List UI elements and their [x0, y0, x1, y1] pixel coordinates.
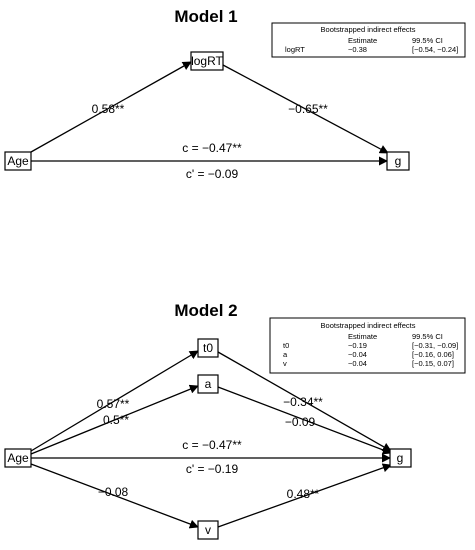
node-g: g [386, 151, 410, 171]
node-t0: t0 [197, 338, 219, 358]
node-a: a [197, 374, 219, 394]
path-b-arrow [222, 64, 389, 154]
model-2-title: Model 2 [174, 301, 237, 320]
coef-a: 0.58** [92, 102, 125, 116]
node-logrt: logRT [190, 51, 224, 71]
table-cell: v [283, 359, 287, 368]
svg-text:t0: t0 [203, 341, 213, 355]
table-cell: [−0.15, 0.07] [412, 359, 454, 368]
path-t0-g-arrow [217, 351, 392, 452]
table-cell: logRT [285, 45, 305, 54]
table-cell: [−0.16, 0.06] [412, 350, 454, 359]
table-cell: −0.04 [348, 350, 367, 359]
table-header-estimate: Estimate [348, 332, 377, 341]
coef-c: c = −0.47** [182, 438, 242, 452]
table-border [269, 317, 466, 374]
table-border [271, 22, 466, 58]
coef-t0-g: −0.34** [283, 395, 323, 409]
coef-age-v: −0.08 [98, 485, 129, 499]
svg-text:g: g [395, 154, 402, 168]
table-cell: −0.04 [348, 359, 367, 368]
svg-text:Age: Age [7, 154, 29, 168]
table-cell: t0 [283, 341, 289, 350]
node-g: g [389, 448, 412, 468]
coef-c: c = −0.47** [182, 141, 242, 155]
svg-text:v: v [205, 523, 211, 537]
table-cell: a [283, 350, 288, 359]
table-header-ci: 99.5% CI [412, 36, 443, 45]
table-header-estimate: Estimate [348, 36, 377, 45]
path-v-g-arrow [217, 463, 392, 528]
path-a-g-arrow [217, 386, 392, 455]
table-header-ci: 99.5% CI [412, 332, 443, 341]
coef-b: −0.65** [288, 102, 328, 116]
table-cell: −0.38 [348, 45, 367, 54]
path-age-t0-arrow [30, 350, 199, 452]
svg-text:logRT: logRT [191, 54, 223, 68]
table-cell: −0.19 [348, 341, 367, 350]
node-age: Age [4, 151, 32, 171]
path-age-a-arrow [30, 384, 199, 455]
coef-a-g: −0.09 [285, 415, 316, 429]
table-cell: [−0.54, −0.24] [412, 45, 458, 54]
table-title: Bootstrapped indirect effects [321, 25, 416, 34]
node-age: Age [4, 448, 32, 468]
path-age-v-arrow [30, 463, 199, 529]
model-1: Model 1 Bootstrapped indirect effects Es… [4, 7, 466, 181]
svg-text:a: a [205, 377, 212, 391]
table-cell: [−0.31, −0.09] [412, 341, 458, 350]
model-2: Model 2 Bootstrapped indirect effects Es… [4, 301, 466, 540]
svg-text:Age: Age [7, 451, 29, 465]
coef-age-a: 0.5** [103, 413, 129, 427]
coef-v-g: 0.48** [287, 487, 320, 501]
coef-c-prime: c' = −0.09 [186, 167, 239, 181]
model-1-title: Model 1 [174, 7, 237, 26]
model-1-indirect-table: Bootstrapped indirect effects Estimate 9… [271, 22, 466, 58]
node-v: v [197, 520, 219, 540]
coef-age-t0: 0.57** [97, 397, 130, 411]
model-2-indirect-table: Bootstrapped indirect effects Estimate 9… [269, 317, 466, 374]
coef-c-prime: c' = −0.19 [186, 462, 239, 476]
table-title: Bootstrapped indirect effects [321, 321, 416, 330]
path-a-arrow [30, 61, 192, 153]
svg-text:g: g [397, 451, 404, 465]
